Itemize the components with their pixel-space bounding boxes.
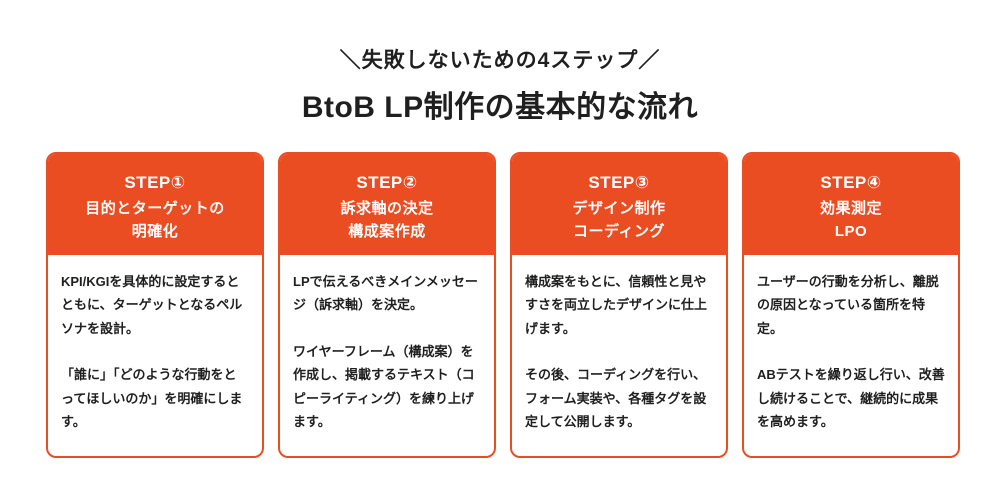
body-paragraph: LPで伝えるべきメインメッセージ（訴求軸）を決定。 xyxy=(293,274,478,313)
body-paragraph: 構成案をもとに、信頼性と見やすさを両立したデザインに仕上げます。 xyxy=(525,274,708,336)
step-label: STEP③ xyxy=(588,173,650,192)
body-paragraph: KPI/KGIを具体的に設定するとともに、ターゲットとなるペルソナを設計。 xyxy=(61,274,243,336)
subtitle: ＼失敗しないための4ステップ／ xyxy=(339,49,661,72)
step-card-2-body: LPで伝えるべきメインメッセージ（訴求軸）を決定。 ワイヤーフレーム（構成案）を… xyxy=(280,255,494,433)
card-title-line: コーディング xyxy=(573,222,665,240)
page-title: BtoB LP制作の基本的な流れ xyxy=(301,91,699,124)
card-title-line: LPO xyxy=(834,222,868,240)
step-label: STEP④ xyxy=(820,173,882,192)
card-title-line: 訴求軸の決定 xyxy=(340,200,434,218)
step-card-4: STEP④ 効果測定 LPO ユーザーの行動を分析し、離脱の原因となっている箇所… xyxy=(742,152,960,458)
step-card-1-body: KPI/KGIを具体的に設定するとともに、ターゲットとなるペルソナを設計。 「誰… xyxy=(48,255,262,433)
steps-row: STEP① 目的とターゲットの 明確化 KPI/KGIを具体的に設定するとともに… xyxy=(46,152,960,458)
body-paragraph: その後、コーディングを行い、フォーム実装や、各種タグを設定して公開します。 xyxy=(525,367,707,429)
header-block: ＼失敗しないための4ステップ／ BtoB LP制作の基本的な流れ xyxy=(0,44,1000,126)
body-paragraph: ユーザーの行動を分析し、離脱の原因となっている箇所を特定。 xyxy=(757,274,939,336)
card-title-line: デザイン制作 xyxy=(572,200,666,218)
step-card-4-body: ユーザーの行動を分析し、離脱の原因となっている箇所を特定。 ABテストを繰り返し… xyxy=(744,255,958,433)
step-card-4-header: STEP④ 効果測定 LPO xyxy=(744,154,958,255)
step-card-2-header: STEP② 訴求軸の決定 構成案作成 xyxy=(280,154,494,255)
step-card-2: STEP② 訴求軸の決定 構成案作成 LPで伝えるべきメインメッセージ（訴求軸）… xyxy=(278,152,496,458)
step-label: STEP① xyxy=(124,173,186,192)
body-paragraph: ABテストを繰り返し行い、改善し続けることで、継続的に成果を高めます。 xyxy=(757,367,945,429)
step-label: STEP② xyxy=(356,173,418,192)
step-card-1: STEP① 目的とターゲットの 明確化 KPI/KGIを具体的に設定するとともに… xyxy=(46,152,264,458)
body-paragraph: ワイヤーフレーム（構成案）を作成し、掲載するテキスト（コピーライティング）を練り… xyxy=(293,343,475,429)
body-paragraph: 「誰に」「どのような行動をとってほしいのか」を明確にします。 xyxy=(61,367,243,429)
card-title-line: 明確化 xyxy=(131,222,179,240)
card-title-line: 目的とターゲットの xyxy=(85,200,225,218)
step-card-3-body: 構成案をもとに、信頼性と見やすさを両立したデザインに仕上げます。 その後、コーデ… xyxy=(512,255,726,433)
step-card-3: STEP③ デザイン制作 コーディング 構成案をもとに、信頼性と見やすさを両立し… xyxy=(510,152,728,458)
step-card-3-header: STEP③ デザイン制作 コーディング xyxy=(512,154,726,255)
card-title-line: 効果測定 xyxy=(819,200,882,218)
step-card-1-header: STEP① 目的とターゲットの 明確化 xyxy=(48,154,262,255)
card-title-line: 構成案作成 xyxy=(348,222,426,240)
